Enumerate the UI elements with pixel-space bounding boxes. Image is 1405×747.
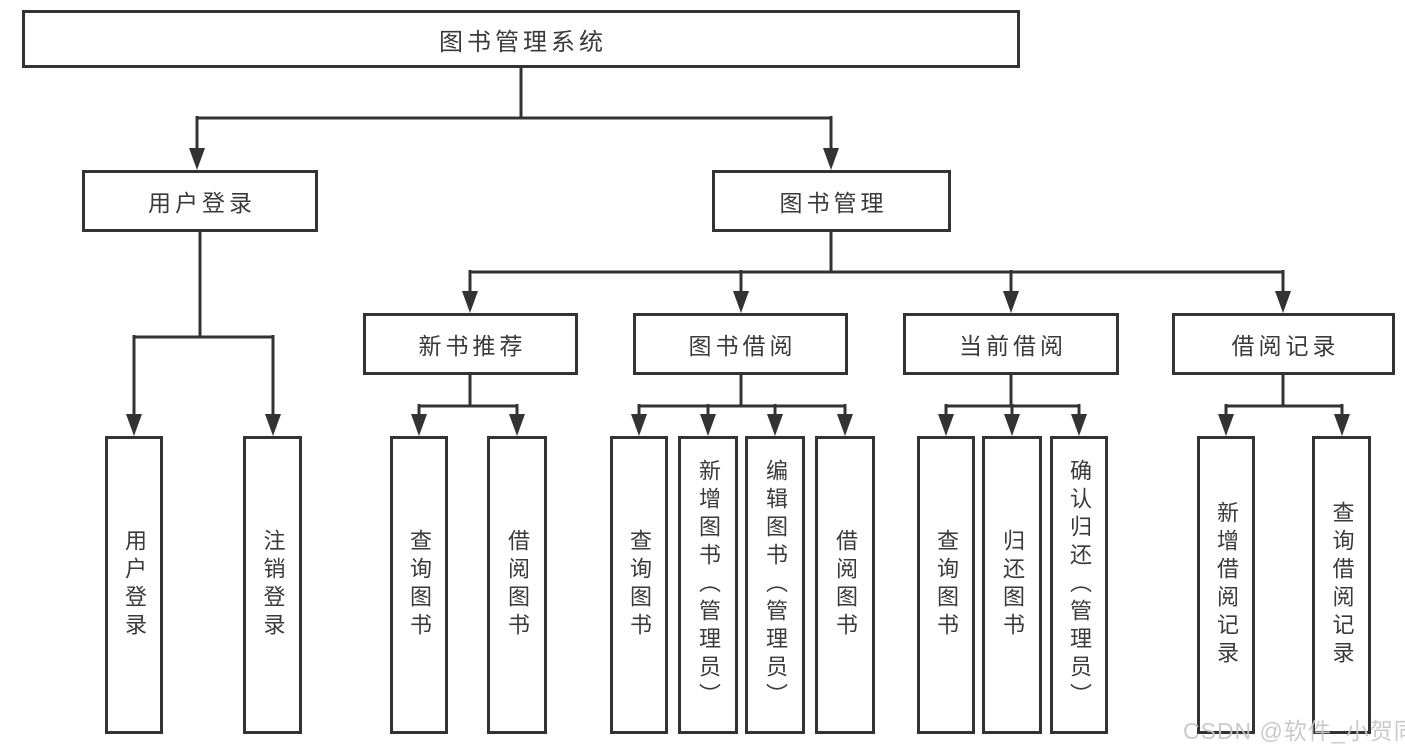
node-library-management-system: 图书管理系统 — [22, 10, 1020, 68]
leaf-borrow-books: 借阅图书 — [815, 436, 875, 734]
leaf-query-books-recommend: 查询图书 — [390, 436, 448, 734]
leaf-add-book-admin: 新增图书（管理员） — [678, 436, 738, 734]
node-book-borrowing: 图书借阅 — [633, 313, 848, 375]
leaf-return-books: 归还图书 — [982, 436, 1042, 734]
leaf-query-books-current: 查询图书 — [917, 436, 975, 734]
leaf-user-login: 用户登录 — [105, 436, 163, 734]
csdn-watermark: CSDN @软件_小贺同学 — [1183, 718, 1405, 744]
leaf-add-borrow-record: 新增借阅记录 — [1197, 436, 1255, 734]
node-borrowing-records: 借阅记录 — [1172, 313, 1395, 375]
leaf-confirm-return-admin: 确认归还（管理员） — [1050, 436, 1108, 734]
leaf-edit-book-admin: 编辑图书（管理员） — [745, 436, 805, 734]
leaf-logout: 注销登录 — [243, 436, 302, 734]
node-new-book-recommend: 新书推荐 — [363, 313, 578, 375]
node-current-borrowing: 当前借阅 — [903, 313, 1119, 375]
leaf-query-borrow-record: 查询借阅记录 — [1312, 436, 1371, 734]
leaf-borrow-books-recommend: 借阅图书 — [487, 436, 547, 734]
node-user-login: 用户登录 — [82, 170, 318, 232]
node-book-management: 图书管理 — [712, 170, 951, 232]
leaf-query-books-borrow: 查询图书 — [610, 436, 668, 734]
